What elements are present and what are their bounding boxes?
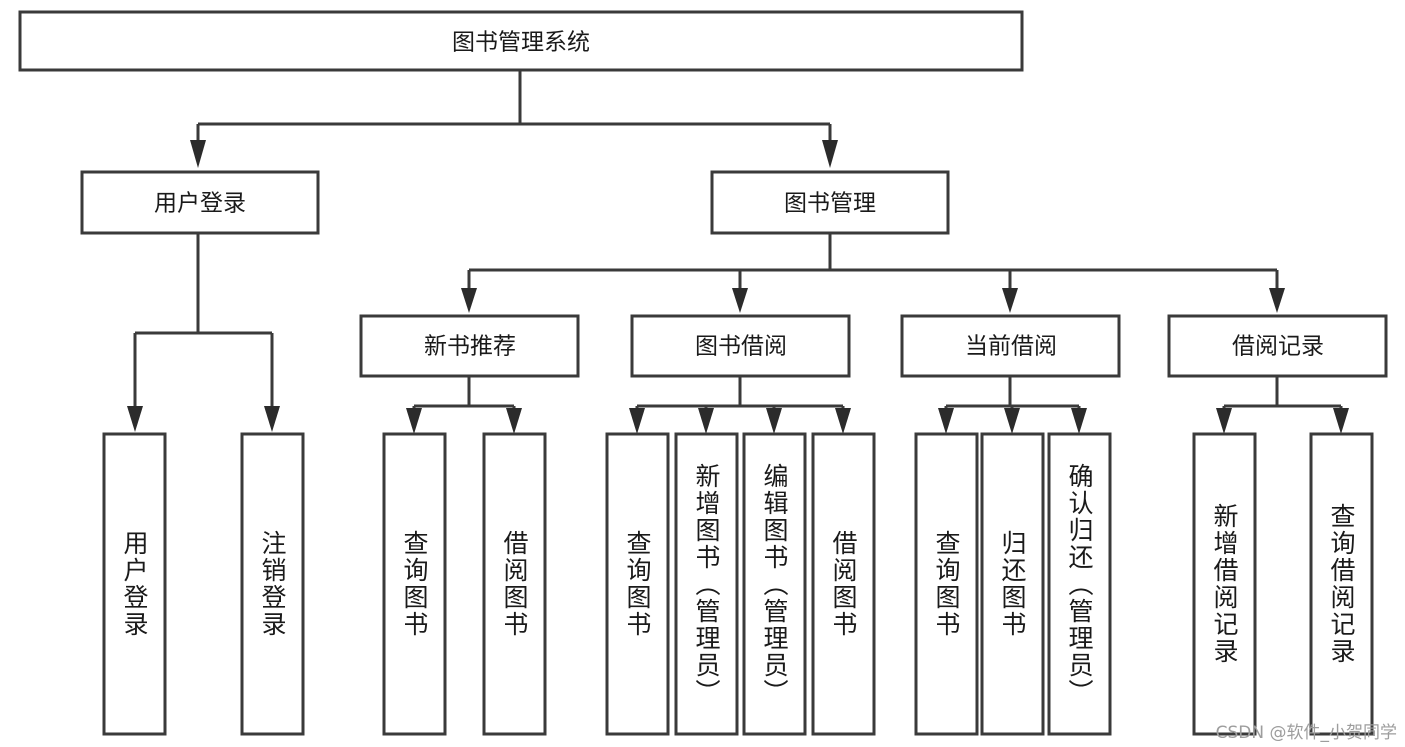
- leaf-box-confirm-return[interactable]: [1047, 432, 1112, 736]
- node-book-borrow-box[interactable]: [630, 314, 851, 378]
- leaf-box-edit-book[interactable]: [742, 432, 807, 736]
- node-borrow-record-label: 借阅记录: [1232, 334, 1324, 360]
- leaf-group-new-book-recommend: [382, 432, 547, 736]
- node-book-manage-label: 图书管理: [784, 191, 876, 217]
- leaf-box-borrow-book-1[interactable]: [482, 432, 547, 736]
- node-book-manage-box[interactable]: [710, 170, 950, 235]
- leaf-box-add-record[interactable]: [1192, 432, 1257, 736]
- leaf-box-logout-login[interactable]: [240, 432, 305, 736]
- arrow-recommend-leaf-2-icon: [506, 408, 522, 434]
- node-new-book-recommend-label: 新书推荐: [424, 334, 516, 360]
- leaf-box-query-book-1[interactable]: [382, 432, 447, 736]
- arrow-root-to-book-manage-icon: [822, 140, 838, 168]
- arrow-borrow-leaf-3-icon: [766, 408, 782, 434]
- arrow-recommend-leaf-1-icon: [406, 408, 422, 434]
- arrow-book-manage-to-record-icon: [1269, 288, 1285, 313]
- arrow-borrow-leaf-1-icon: [629, 408, 645, 434]
- connector-group-current-borrow: [938, 376, 1087, 434]
- node-borrow-record-box[interactable]: [1167, 314, 1388, 378]
- arrow-user-login-leaf-2-icon: [264, 406, 280, 432]
- node-book-manage[interactable]: 图书管理: [710, 170, 950, 235]
- node-current-borrow[interactable]: 当前借阅: [900, 314, 1121, 378]
- leaf-box-return-book[interactable]: [980, 432, 1045, 736]
- arrow-borrow-leaf-2-icon: [698, 408, 714, 434]
- node-book-borrow[interactable]: 图书借阅: [630, 314, 851, 378]
- leaf-group-book-borrow: [605, 432, 876, 736]
- connector-group-user-login: [127, 233, 280, 432]
- node-root-label: 图书管理系统: [452, 30, 590, 56]
- leaf-box-query-book-3[interactable]: [914, 432, 979, 736]
- node-current-borrow-label: 当前借阅: [965, 334, 1057, 360]
- node-user-login-box[interactable]: [80, 170, 320, 235]
- leaf-group-borrow-record: [1192, 432, 1374, 736]
- node-new-book-recommend[interactable]: 新书推荐: [359, 314, 580, 378]
- leaf-group-current-borrow: [914, 432, 1112, 736]
- arrow-current-leaf-3-icon: [1071, 408, 1087, 434]
- connector-group-root: [190, 70, 838, 168]
- arrow-current-leaf-2-icon: [1004, 408, 1020, 434]
- leaf-box-user-login[interactable]: [102, 432, 167, 736]
- node-root[interactable]: 图书管理系统: [18, 10, 1024, 72]
- node-user-login-label: 用户登录: [154, 191, 246, 217]
- node-current-borrow-box[interactable]: [900, 314, 1121, 378]
- node-new-book-recommend-box[interactable]: [359, 314, 580, 378]
- arrow-book-manage-to-recommend-icon: [461, 288, 477, 313]
- leaf-box-query-book-2[interactable]: [605, 432, 670, 736]
- node-borrow-record[interactable]: 借阅记录: [1167, 314, 1388, 378]
- arrow-record-leaf-1-icon: [1216, 408, 1232, 434]
- leaf-box-borrow-book-2[interactable]: [811, 432, 876, 736]
- connector-group-new-book-recommend: [406, 376, 522, 434]
- connector-group-book-borrow: [629, 376, 851, 434]
- arrow-root-to-user-login-icon: [190, 140, 206, 168]
- arrow-current-leaf-1-icon: [938, 408, 954, 434]
- arrow-user-login-leaf-1-icon: [127, 406, 143, 432]
- node-user-login[interactable]: 用户登录: [80, 170, 320, 235]
- arrow-borrow-leaf-4-icon: [835, 408, 851, 434]
- leaf-group-user-login: [102, 432, 305, 736]
- node-root-box[interactable]: [18, 10, 1024, 72]
- leaf-box-add-book[interactable]: [674, 432, 739, 736]
- arrow-record-leaf-2-icon: [1333, 408, 1349, 434]
- arrow-book-manage-to-current-icon: [1002, 288, 1018, 313]
- connector-group-book-manage: [461, 233, 1285, 313]
- arrow-book-manage-to-borrow-icon: [732, 288, 748, 313]
- connector-group-borrow-record: [1216, 376, 1349, 434]
- leaf-box-query-record[interactable]: [1309, 432, 1374, 736]
- node-book-borrow-label: 图书借阅: [695, 334, 787, 360]
